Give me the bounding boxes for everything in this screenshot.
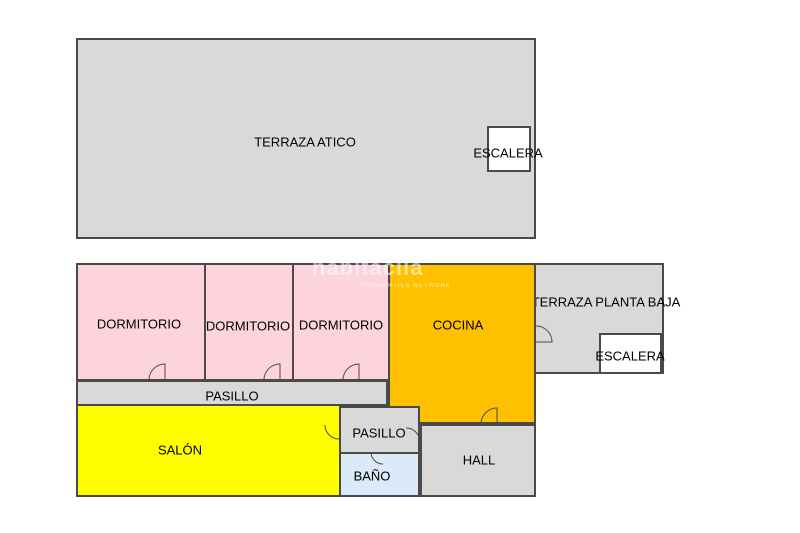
label-dormitorio-2: DORMITORIO <box>205 318 291 334</box>
label-escalera-bottom: ESCALERA <box>595 348 665 364</box>
watermark-brand: habitaclia <box>312 255 424 280</box>
watermark-tagline: PROPERTIES NETWORK <box>362 283 451 289</box>
room-terraza-atico <box>76 38 536 239</box>
room-cocina <box>388 263 536 424</box>
room-dormitorio-3 <box>292 263 390 381</box>
label-salon: SALÓN <box>157 442 203 458</box>
label-cocina: COCINA <box>432 317 484 333</box>
room-hall <box>420 424 536 497</box>
label-bano: BAÑO <box>353 468 391 484</box>
label-terraza-atico: TERRAZA ATICO <box>254 134 356 150</box>
room-salon <box>76 404 341 497</box>
label-escalera-top: ESCALERA <box>473 145 543 161</box>
label-pasillo-small: PASILLO <box>352 425 406 441</box>
label-dormitorio-3: DORMITORIO <box>298 317 384 333</box>
room-pasillo-main <box>76 380 388 406</box>
room-escalera-bottom <box>599 333 662 374</box>
label-hall: HALL <box>462 452 496 468</box>
label-terraza-planta-baja: TERRAZA PLANTA BAJA <box>531 294 681 310</box>
label-pasillo-main: PASILLO <box>205 388 259 404</box>
label-dormitorio-1: DORMITORIO <box>96 316 182 332</box>
room-escalera-top <box>487 126 531 172</box>
